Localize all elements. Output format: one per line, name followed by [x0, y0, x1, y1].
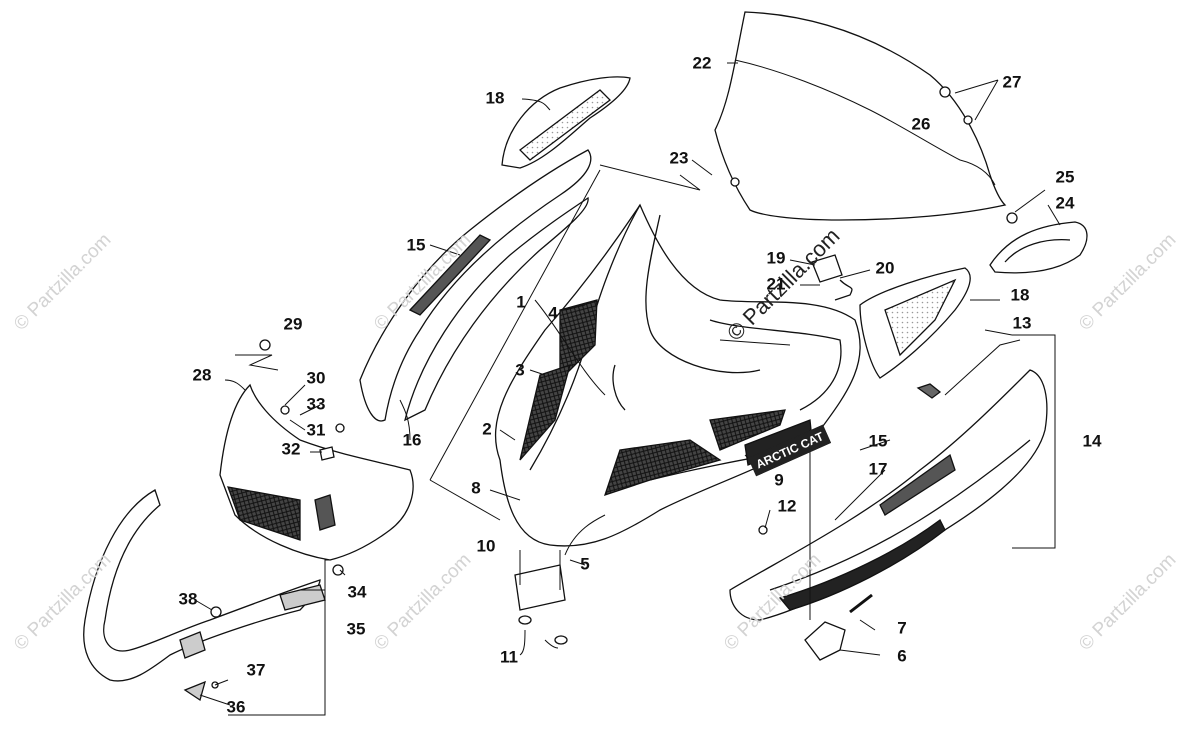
part-label-33: 33: [306, 394, 326, 414]
headlight-cover-left: [501, 76, 631, 169]
part-label-25: 25: [1055, 167, 1075, 187]
part-label-19: 19: [766, 248, 786, 268]
part-label-12: 12: [777, 496, 797, 516]
part-label-17: 17: [868, 459, 888, 479]
hinge-10: [514, 564, 568, 645]
right-vent-panel: [859, 267, 971, 379]
part-label-10: 10: [476, 536, 496, 556]
part-label-20: 20: [875, 258, 895, 278]
part-label-24: 24: [1055, 193, 1075, 213]
part-label-37: 37: [246, 660, 266, 680]
part-label-13: 13: [1012, 313, 1032, 333]
part-label-38: 38: [178, 589, 198, 609]
part-label-6: 6: [897, 646, 907, 666]
part-label-15-left: 15: [406, 235, 426, 255]
leader-lines: [194, 62, 1061, 716]
front-bumper: [83, 489, 326, 702]
windshield: [714, 11, 1007, 221]
part-label-4: 4: [548, 303, 558, 323]
part-label-22: 22: [692, 53, 712, 73]
part-label-23: 23: [669, 148, 689, 168]
right-side-panel: [729, 369, 1048, 621]
left-side-panel: [359, 149, 592, 422]
part-label-27: 27: [1002, 72, 1022, 92]
part-label-9: 9: [774, 470, 784, 490]
part-label-18-left: 18: [485, 88, 505, 108]
part-label-2: 2: [482, 419, 492, 439]
clip-13: [916, 383, 942, 399]
headlight-cover-right: [989, 221, 1088, 274]
part-label-28: 28: [192, 365, 212, 385]
part-label-3: 3: [515, 360, 525, 380]
part-label-36: 36: [226, 697, 246, 717]
part-label-29: 29: [283, 314, 303, 334]
part-label-32: 32: [281, 439, 301, 459]
part-label-18-right: 18: [1010, 285, 1030, 305]
part-label-26: 26: [911, 114, 931, 134]
part-label-11: 11: [500, 647, 518, 667]
part-label-15-right: 15: [868, 431, 888, 451]
part-label-35: 35: [346, 619, 366, 639]
part-label-30: 30: [306, 368, 326, 388]
part-label-8: 8: [471, 478, 481, 498]
part-label-21: 21: [766, 274, 786, 294]
bracket-6: [804, 593, 873, 661]
part-label-1: 1: [516, 292, 526, 312]
part-label-31: 31: [306, 420, 326, 440]
part-label-7: 7: [897, 618, 907, 638]
part-label-16: 16: [402, 430, 422, 450]
part-label-5: 5: [580, 554, 590, 574]
front-nose: [219, 383, 414, 561]
part-label-34: 34: [347, 582, 367, 602]
part-label-14: 14: [1082, 431, 1102, 451]
